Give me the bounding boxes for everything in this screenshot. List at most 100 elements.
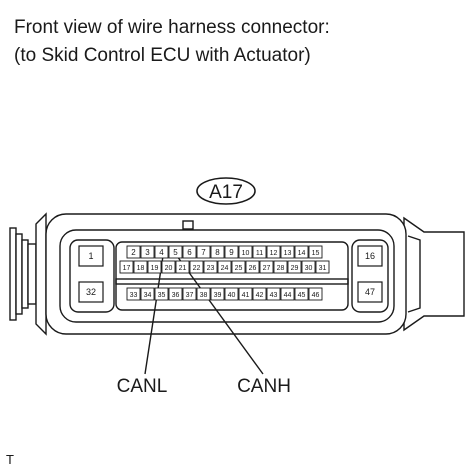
pin-45-label: 45 [298, 292, 306, 299]
left-terminal-rib [15, 233, 23, 315]
pin-22-cell [189, 260, 204, 274]
connector-face [59, 229, 395, 323]
pin-26-cell [245, 260, 260, 274]
pin-31-cell [315, 260, 330, 274]
pin-12-cell [266, 245, 281, 259]
pin-23-label: 23 [207, 265, 215, 272]
pin-39-cell [210, 287, 225, 301]
caption-line-1: Front view of wire harness connector: [14, 17, 330, 38]
pin-17-cell [119, 260, 134, 274]
pin-27-label: 27 [263, 265, 271, 272]
pin-41-cell [238, 287, 253, 301]
pin-13-label: 13 [284, 250, 292, 257]
pin-36-label: 36 [172, 292, 180, 299]
pin-25-cell [231, 260, 246, 274]
pin-25-label: 25 [235, 265, 243, 272]
pin-46-cell [308, 287, 323, 301]
pin-45-cell [294, 287, 309, 301]
top-locating-key [182, 220, 194, 230]
pin-32-cell [78, 281, 104, 303]
pin-15-label: 15 [312, 250, 320, 257]
pin-2-cell [126, 245, 141, 259]
pin-16-cell [357, 245, 383, 267]
left-pin-frame [69, 239, 115, 313]
pin-15-cell [308, 245, 323, 259]
pin-5-cell [168, 245, 183, 259]
pin-43-label: 43 [270, 292, 278, 299]
canh-label: CANH [237, 376, 291, 397]
pin-26-label: 26 [249, 265, 257, 272]
pin-42-cell [252, 287, 267, 301]
pin-35-label: 35 [158, 292, 166, 299]
pin-14-cell [294, 245, 309, 259]
pin-29-cell [287, 260, 302, 274]
pin-44-label: 44 [284, 292, 292, 299]
pin-19-cell [147, 260, 162, 274]
pin-35-cell [154, 287, 169, 301]
pin-2-label: 2 [131, 248, 136, 257]
connector-code: A17 [209, 182, 243, 203]
pin-7-label: 7 [201, 248, 206, 257]
pin-47-cell [357, 281, 383, 303]
right-latch [403, 216, 465, 332]
pin-8-cell [210, 245, 225, 259]
pin-28-label: 28 [277, 265, 285, 272]
pin-4-label: 4 [159, 248, 164, 257]
pin-20-cell [161, 260, 176, 274]
pin-12-label: 12 [270, 250, 278, 257]
pin-20-label: 20 [165, 265, 173, 272]
pin-37-cell [182, 287, 197, 301]
pin-43-cell [266, 287, 281, 301]
pin-4-cell [154, 245, 169, 259]
pin-38-cell [196, 287, 211, 301]
pin-40-cell [224, 287, 239, 301]
pin-29-label: 29 [291, 265, 299, 272]
pin-10-cell [238, 245, 253, 259]
pin-7-cell [196, 245, 211, 259]
pin-41-label: 41 [242, 292, 250, 299]
pin-3-label: 3 [145, 248, 150, 257]
pin-9-cell [224, 245, 239, 259]
pin-24-cell [217, 260, 232, 274]
footer-mark: T [6, 452, 14, 467]
pin-5-label: 5 [173, 248, 178, 257]
pin-1-cell [78, 245, 104, 267]
pin-6-label: 6 [187, 248, 192, 257]
left-terminal-rib [9, 227, 17, 321]
pin-13-cell [280, 245, 295, 259]
left-flange [35, 212, 47, 336]
pin-39-label: 39 [214, 292, 222, 299]
connector-code-badge: A17 [196, 177, 256, 205]
pin-46-label: 46 [312, 292, 320, 299]
pin-30-label: 30 [305, 265, 313, 272]
caption-line-2: (to Skid Control ECU with Actuator) [14, 45, 311, 66]
pin-18-label: 18 [137, 265, 145, 272]
pin-40-label: 40 [228, 292, 236, 299]
pin-14-label: 14 [298, 250, 306, 257]
pin-23-cell [203, 260, 218, 274]
pin-11-cell [252, 245, 267, 259]
left-terminal-rib [21, 239, 29, 309]
pin-34-cell [140, 287, 155, 301]
pin-17-label: 17 [123, 265, 131, 272]
pin-21-cell [175, 260, 190, 274]
pin-42-label: 42 [256, 292, 264, 299]
pin-31-label: 31 [319, 265, 327, 272]
pin-34-label: 34 [144, 292, 152, 299]
pin-10-label: 10 [242, 250, 250, 257]
pin-27-cell [259, 260, 274, 274]
pin-21-label: 21 [179, 265, 187, 272]
canl-label: CANL [117, 376, 168, 397]
pin-6-cell [182, 245, 197, 259]
pin-33-label: 33 [130, 292, 138, 299]
pin-32-label: 32 [86, 287, 96, 297]
left-terminal-rib [27, 243, 37, 305]
pin-16-label: 16 [365, 251, 375, 261]
pin-block [115, 241, 349, 311]
pin-28-cell [273, 260, 288, 274]
pin-9-label: 9 [229, 248, 234, 257]
pin-19-label: 19 [151, 265, 159, 272]
right-pin-frame [351, 239, 389, 313]
